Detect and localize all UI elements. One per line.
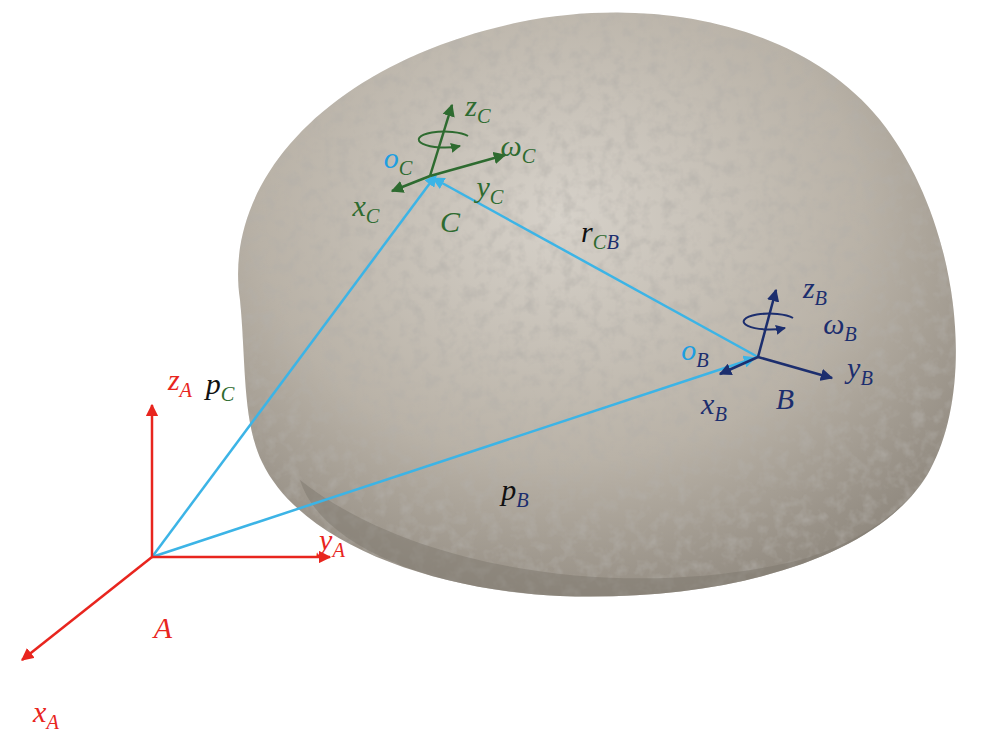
axis-arrow xyxy=(152,556,330,559)
axis-label: pB xyxy=(501,475,528,505)
rock-texture xyxy=(238,13,956,597)
axis-arrow xyxy=(430,105,452,176)
axis-label: zA xyxy=(168,365,192,395)
rotation-arrow xyxy=(419,132,468,148)
symbol-letter: z xyxy=(465,89,477,122)
axis-label: ωB xyxy=(823,309,857,339)
axis-label: xB xyxy=(701,389,727,419)
axis-label: yB xyxy=(847,353,873,383)
rotation-arrow xyxy=(744,314,793,330)
axis-label: B xyxy=(776,384,794,414)
rock-shadow xyxy=(300,470,930,597)
subscript: C xyxy=(221,383,235,405)
symbol-letter: z xyxy=(168,363,180,396)
axis-label: yC xyxy=(477,172,504,202)
subscript: B xyxy=(815,287,827,309)
axis-label: zB xyxy=(803,273,827,303)
axis-label: pC xyxy=(206,369,235,399)
axis-label: A xyxy=(154,613,172,643)
symbol-letter: ω xyxy=(823,307,844,340)
subscript: A xyxy=(46,711,58,733)
position-vector xyxy=(152,358,755,557)
subscript: C xyxy=(490,186,504,208)
symbol-letter: A xyxy=(154,611,172,644)
symbol-letter: C xyxy=(440,205,460,238)
subscript: C xyxy=(522,145,536,167)
symbol-letter: o xyxy=(681,333,696,366)
position-vector xyxy=(152,175,436,557)
axis-label: yA xyxy=(319,525,345,555)
axis-label: xA xyxy=(33,697,59,727)
subscript: A xyxy=(332,539,344,561)
axis-arrow xyxy=(720,357,758,374)
rock-body xyxy=(238,13,956,597)
symbol-letter: z xyxy=(803,271,815,304)
subscript: C xyxy=(399,157,413,179)
axis-arrow xyxy=(151,405,154,557)
axis-label: oB xyxy=(681,335,708,365)
axis-label: C xyxy=(440,207,460,237)
subscript: C xyxy=(477,105,491,127)
subscript: C xyxy=(593,231,607,253)
subscript: B xyxy=(606,231,618,253)
axis-label: oC xyxy=(384,143,413,173)
symbol-letter: y xyxy=(847,351,860,384)
subscript: B xyxy=(696,349,708,371)
axis-label: xC xyxy=(353,191,380,221)
symbol-letter: r xyxy=(581,215,593,248)
subscript: C xyxy=(366,205,380,227)
axis-label: ωC xyxy=(501,131,536,161)
symbol-letter: o xyxy=(384,141,399,174)
subscript: B xyxy=(844,323,856,345)
subscript: B xyxy=(516,489,528,511)
symbol-letter: y xyxy=(319,523,332,556)
symbol-letter: B xyxy=(776,382,794,415)
symbol-letter: x xyxy=(701,387,714,420)
symbol-letter: p xyxy=(206,367,221,400)
symbol-letter: x xyxy=(353,189,366,222)
subscript: A xyxy=(180,379,192,401)
subscript: B xyxy=(714,403,726,425)
axis-label: rCB xyxy=(581,217,619,247)
symbol-letter: x xyxy=(33,695,46,728)
symbol-letter: ω xyxy=(501,129,522,162)
subscript: B xyxy=(860,367,872,389)
relative-vector xyxy=(433,178,758,357)
axis-arrow xyxy=(22,557,152,660)
axis-arrow xyxy=(430,155,505,176)
axis-arrow xyxy=(758,357,832,378)
axis-arrow xyxy=(758,290,776,357)
symbol-letter: p xyxy=(501,473,516,506)
axis-label: zC xyxy=(465,91,490,121)
symbol-letter: y xyxy=(477,170,490,203)
